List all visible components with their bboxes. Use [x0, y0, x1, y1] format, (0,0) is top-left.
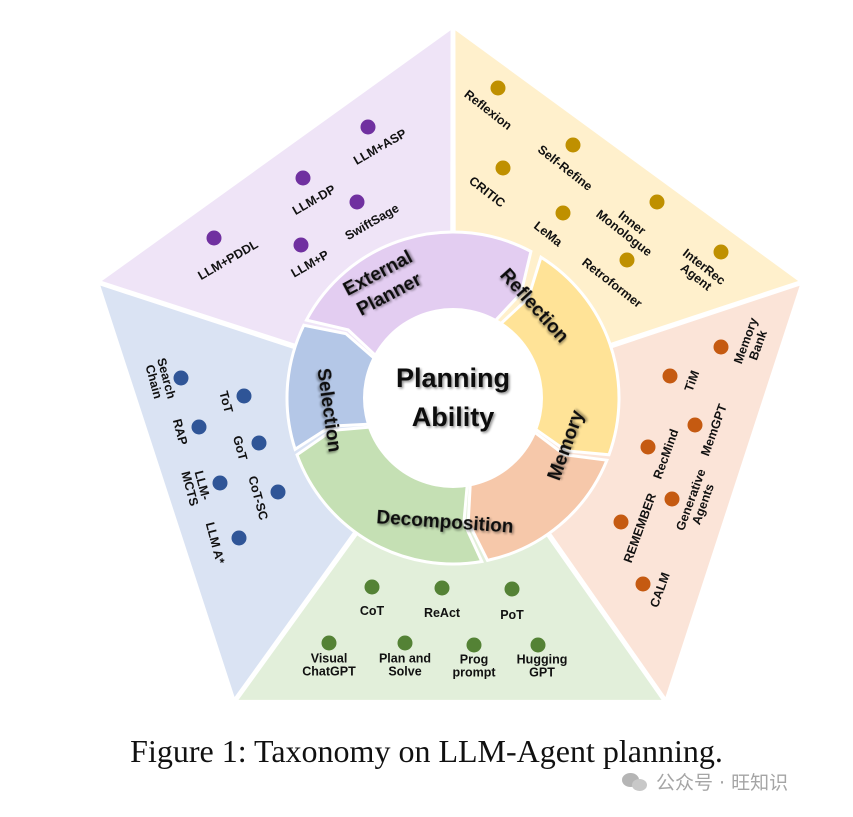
method-item-decomposition: ReAct: [424, 580, 461, 620]
method-dot-icon: [173, 370, 189, 386]
method-dot-icon: [251, 435, 267, 451]
center-label-line-1: Planning: [396, 363, 510, 393]
method-label: PoT: [500, 608, 524, 622]
method-dot-icon: [495, 160, 511, 176]
method-label-line: GPT: [529, 666, 555, 680]
method-label-line: CoT: [360, 604, 385, 618]
method-label: ReAct: [424, 606, 461, 620]
method-item-decomposition: CoT: [360, 579, 385, 618]
method-label-line: Hugging: [517, 653, 568, 667]
method-label-line: RAP: [170, 417, 190, 446]
method-dot-icon: [713, 339, 729, 355]
center-circle: [363, 308, 543, 488]
method-dot-icon: [364, 579, 380, 595]
method-dot-icon: [555, 205, 571, 221]
method-dot-icon: [565, 137, 581, 153]
method-item-decomposition: PoT: [500, 581, 524, 622]
wechat-icon: [622, 771, 650, 793]
method-item-selection: RAP: [170, 417, 207, 447]
method-dot-icon: [640, 439, 656, 455]
method-dot-icon: [295, 170, 311, 186]
watermark-text: 公众号 · 旺知识: [656, 772, 789, 794]
center-label-line-2: Ability: [412, 402, 495, 432]
method-dot-icon: [687, 417, 703, 433]
method-dot-icon: [649, 194, 665, 210]
method-dot-icon: [191, 419, 207, 435]
method-dot-icon: [236, 388, 252, 404]
method-label-line: prompt: [452, 666, 496, 680]
method-label-line: Prog: [460, 653, 488, 667]
method-label: ToT: [216, 390, 235, 415]
method-dot-icon: [635, 576, 651, 592]
method-label-line: ToT: [216, 390, 235, 415]
method-label-line: GoT: [230, 434, 250, 462]
method-dot-icon: [504, 581, 520, 597]
method-item-memory: TiM: [662, 368, 702, 394]
method-dot-icon: [321, 635, 337, 651]
figure-caption: Figure 1: Taxonomy on LLM-Agent planning…: [130, 733, 723, 769]
method-dot-icon: [490, 80, 506, 96]
method-dot-icon: [206, 230, 222, 246]
method-dot-icon: [664, 491, 680, 507]
method-dot-icon: [212, 475, 228, 491]
method-label-line: Visual: [311, 652, 348, 666]
method-label: RAP: [170, 417, 190, 446]
method-label: TiM: [682, 369, 702, 394]
method-dot-icon: [662, 368, 678, 384]
method-label-line: ChatGPT: [302, 665, 356, 679]
method-item-selection: GoT: [230, 434, 267, 462]
method-label-line: TiM: [682, 369, 702, 394]
method-label: CoT: [360, 604, 385, 618]
method-dot-icon: [349, 194, 365, 210]
method-label-line: Solve: [388, 665, 421, 679]
method-dot-icon: [231, 530, 247, 546]
method-dot-icon: [360, 119, 376, 135]
method-dot-icon: [434, 580, 450, 596]
method-dot-icon: [270, 484, 286, 500]
watermark: 公众号 · 旺知识: [622, 768, 788, 795]
method-dot-icon: [293, 237, 309, 253]
method-label-line: PoT: [500, 608, 524, 622]
method-dot-icon: [619, 252, 635, 268]
method-dot-icon: [713, 244, 729, 260]
method-dot-icon: [397, 635, 413, 651]
method-label: GoT: [230, 434, 250, 462]
method-dot-icon: [466, 637, 482, 653]
method-label-line: Plan and: [379, 652, 431, 666]
method-dot-icon: [530, 637, 546, 653]
method-label-line: ReAct: [424, 606, 461, 620]
center-hub: Planning Ability: [363, 308, 543, 488]
method-item-selection: ToT: [216, 388, 252, 415]
method-dot-icon: [613, 514, 629, 530]
